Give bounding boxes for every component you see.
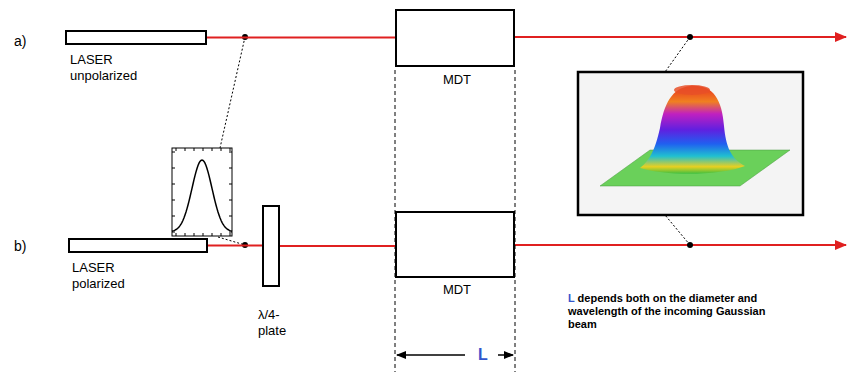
leader-line [218, 237, 245, 245]
beam [515, 36, 846, 38]
gaussian-plot [172, 148, 232, 236]
beam-line [280, 245, 395, 247]
dimension-arrow [397, 354, 465, 356]
leader-line [665, 215, 690, 245]
leader-line [665, 37, 690, 72]
probe-dot [687, 34, 693, 40]
note-text: L depends both on the diameter and wavel… [568, 292, 768, 331]
mdt-box: MDT [395, 211, 515, 278]
beam-line [207, 37, 395, 39]
node-label: LASER unpolarized [70, 52, 160, 84]
beam [515, 244, 846, 246]
row-label: a) [14, 33, 26, 49]
mdt-box: MDT [395, 9, 515, 67]
dimension-label: L [476, 346, 490, 364]
leader-line [220, 37, 245, 148]
probe-dot [687, 242, 693, 248]
beam-line [208, 245, 262, 247]
node-label: MDT [397, 282, 517, 298]
laser-box: LASER unpolarized [65, 30, 207, 45]
laser-box: LASER polarized [68, 238, 208, 253]
row-label: b) [14, 238, 26, 254]
node-label: MDT [397, 72, 517, 88]
beam-profile-image [578, 72, 803, 215]
node-label: λ/4-plate [258, 307, 292, 339]
waveplate-box: λ/4-plate [262, 205, 280, 287]
dimension-arrow [498, 354, 513, 356]
node-label: LASER polarized [72, 260, 162, 292]
